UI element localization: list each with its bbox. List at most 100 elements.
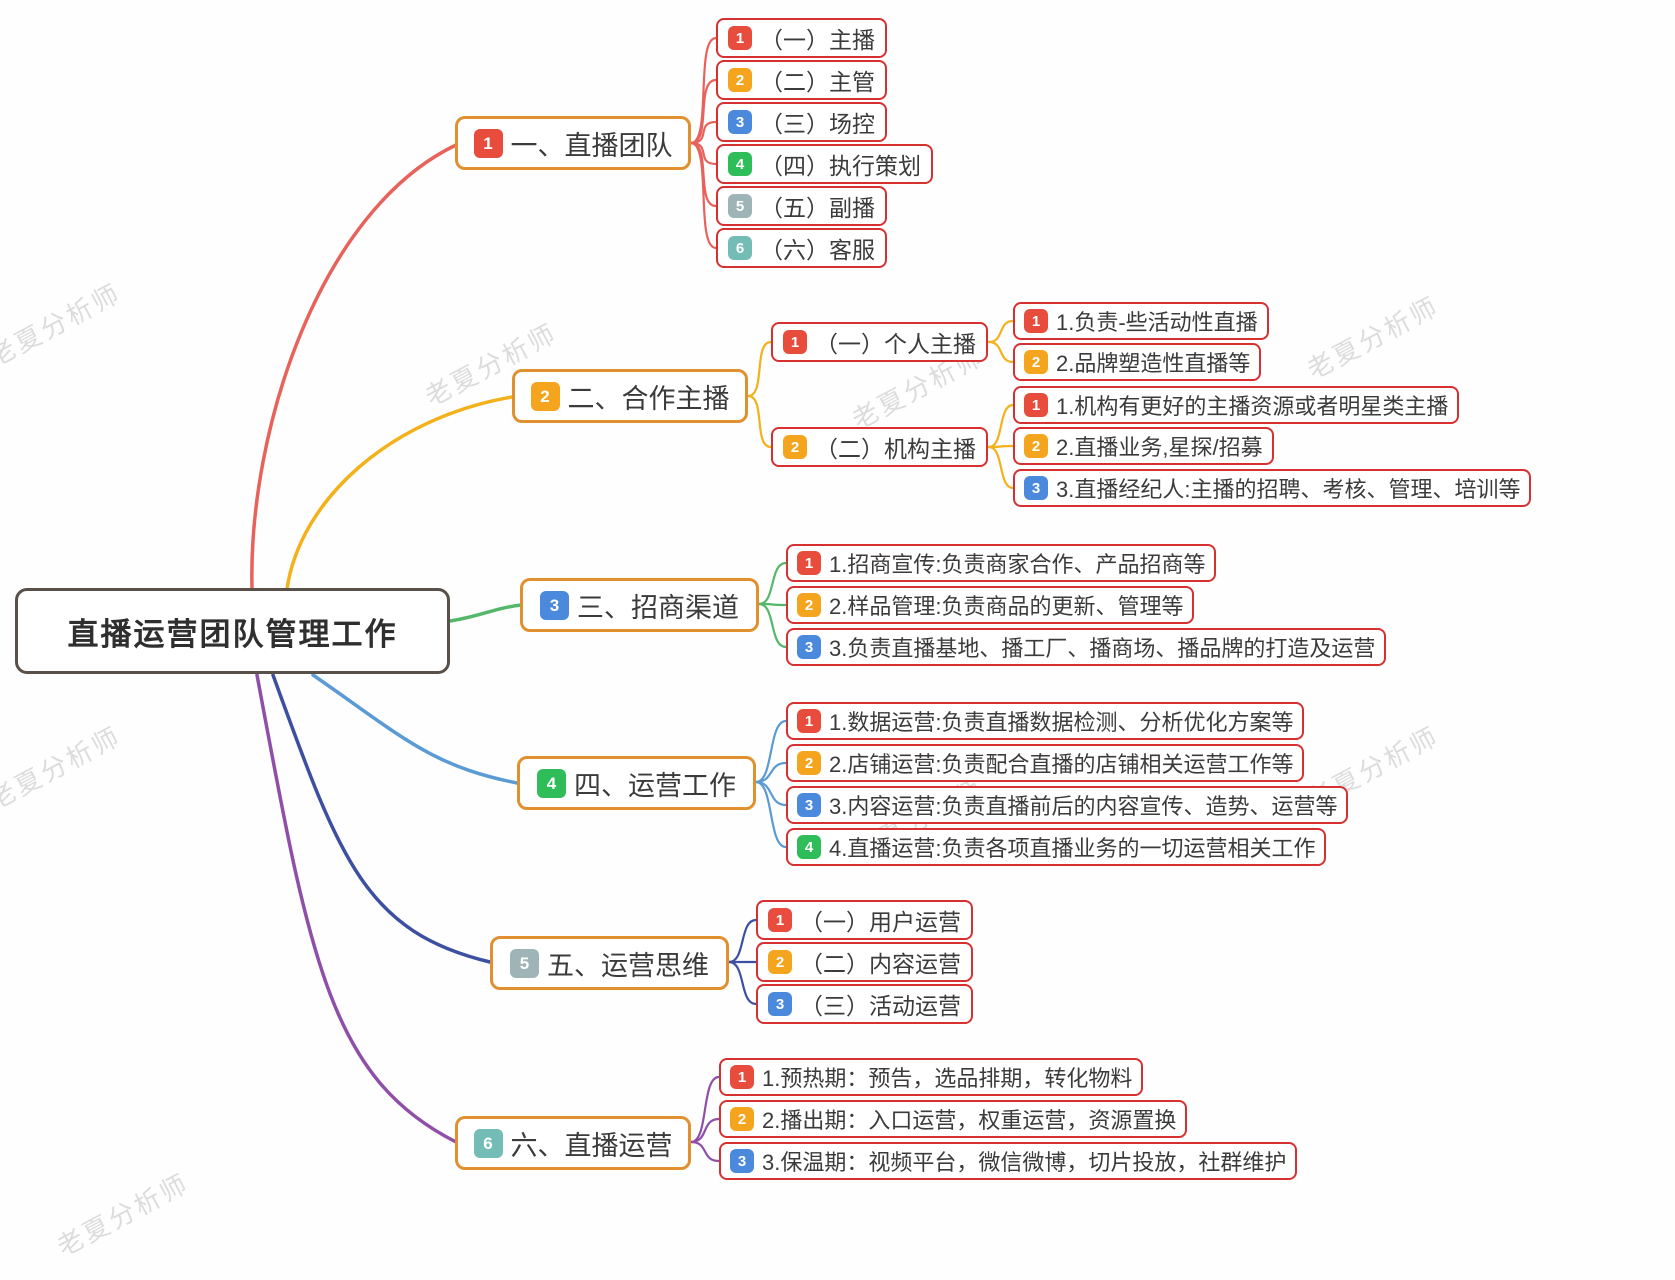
branch-1[interactable]: 1 一、直播团队 (455, 116, 691, 170)
node-label: 2.店铺运营:负责配合直播的店铺相关运营工作等 (829, 752, 1294, 777)
branch2-line (285, 395, 514, 591)
branch-label: 一、直播团队 (510, 130, 673, 161)
numbered-badge: 1 (783, 330, 807, 354)
numbered-badge: 2 (797, 593, 821, 617)
numbered-badge: 3 (1024, 476, 1048, 500)
branch-2[interactable]: 2 二、合作主播 (512, 369, 748, 423)
branch-1-child-1[interactable]: 1 （一）主播 (716, 18, 887, 58)
node-label: 1.招商宣传:负责商家合作、产品招商等 (829, 552, 1206, 577)
numbered-badge: 4 (537, 768, 566, 798)
numbered-badge: 2 (783, 435, 807, 459)
numbered-badge: 3 (540, 590, 569, 620)
branch5-line (271, 673, 492, 964)
branch-2-grandchild-3[interactable]: 1 1.机构有更好的主播资源或者明星类主播 (1013, 386, 1460, 424)
numbered-badge: 2 (797, 751, 821, 775)
node-label: 4.直播运营:负责各项直播业务的一切运营相关工作 (829, 836, 1316, 861)
numbered-badge: 1 (797, 551, 821, 575)
branch-2-child-1[interactable]: 1 （一）个人主播 (771, 322, 988, 362)
branch-5[interactable]: 5 五、运营思维 (490, 936, 729, 990)
branch-1-child-2[interactable]: 2 （二）主管 (716, 60, 887, 100)
numbered-badge: 2 (730, 1107, 754, 1131)
node-label: 1.负责-些活动性直播 (1056, 310, 1258, 335)
branch-2-grandchild-4[interactable]: 2 2.直播业务,星探/招募 (1013, 427, 1274, 465)
branch-4-child-4[interactable]: 4 4.直播运营:负责各项直播业务的一切运营相关工作 (786, 828, 1327, 866)
branch-6-child-2[interactable]: 2 2.播出期：入口运营，权重运营，资源置换 (719, 1100, 1188, 1138)
node-label: 1.机构有更好的主播资源或者明星类主播 (1056, 394, 1449, 419)
branch-6[interactable]: 6 六、直播运营 (455, 1116, 691, 1170)
numbered-badge: 4 (728, 152, 752, 176)
branch-2-grandchild-1[interactable]: 1 1.负责-些活动性直播 (1013, 302, 1269, 340)
node-label: 2.播出期：入口运营，权重运营，资源置换 (762, 1108, 1177, 1133)
branch6-line (255, 673, 458, 1144)
branch-4-child-2[interactable]: 2 2.店铺运营:负责配合直播的店铺相关运营工作等 (786, 744, 1305, 782)
branch-3[interactable]: 3 三、招商渠道 (520, 578, 759, 632)
branch-label: 四、运营工作 (574, 770, 736, 801)
node-label: 3.负责直播基地、播工厂、播商场、播品牌的打造及运营 (829, 636, 1376, 661)
node-label: （二）内容运营 (800, 951, 961, 977)
branch-5-child-2[interactable]: 2 （二）内容运营 (756, 942, 973, 982)
node-label: 2.品牌塑造性直播等 (1056, 351, 1251, 376)
branch-label: 五、运营思维 (547, 950, 709, 981)
numbered-badge: 1 (1024, 309, 1048, 333)
numbered-badge: 3 (730, 1149, 754, 1173)
branch-3-child-1[interactable]: 1 1.招商宣传:负责商家合作、产品招商等 (786, 544, 1217, 582)
node-label: 3.保温期：视频平台，微信微博，切片投放，社群维护 (762, 1150, 1287, 1175)
numbered-badge: 3 (797, 793, 821, 817)
numbered-badge: 6 (473, 1128, 503, 1158)
numbered-badge: 5 (728, 194, 752, 218)
numbered-badge: 2 (1024, 350, 1048, 374)
numbered-badge: 4 (797, 835, 821, 859)
node-label: （一）用户运营 (800, 909, 961, 935)
numbered-badge: 3 (728, 110, 752, 134)
numbered-badge: 3 (768, 992, 792, 1016)
branch-6-child-3[interactable]: 3 3.保温期：视频平台，微信微博，切片投放，社群维护 (719, 1142, 1298, 1180)
node-label: （一）主播 (760, 27, 875, 53)
numbered-badge: 2 (530, 381, 560, 411)
node-label: （二）主管 (760, 69, 875, 95)
numbered-badge: 1 (728, 26, 752, 50)
branch-4-child-3[interactable]: 3 3.内容运营:负责直播前后的内容宣传、造势、运营等 (786, 786, 1349, 824)
numbered-badge: 1 (797, 709, 821, 733)
branch-4[interactable]: 4 四、运营工作 (517, 756, 756, 810)
branch-label: 三、招商渠道 (577, 592, 739, 623)
numbered-badge: 2 (1024, 434, 1048, 458)
branch-1-child-6[interactable]: 6 （六）客服 (716, 228, 887, 268)
branch1-line (250, 143, 458, 591)
node-label: 2.直播业务,星探/招募 (1056, 435, 1263, 460)
numbered-badge: 1 (730, 1065, 754, 1089)
numbered-badge: 3 (797, 635, 821, 659)
branch-2-grandchild-2[interactable]: 2 2.品牌塑造性直播等 (1013, 343, 1262, 381)
branch4-line (311, 673, 519, 785)
node-label: 3.直播经纪人:主播的招聘、考核、管理、培训等 (1056, 477, 1521, 502)
branch-2-child-2[interactable]: 2 （二）机构主播 (771, 427, 988, 467)
branch-2-grandchild-5[interactable]: 3 3.直播经纪人:主播的招聘、考核、管理、培训等 (1013, 469, 1532, 507)
node-label: （二）机构主播 (815, 436, 976, 462)
branch-label: 六、直播运营 (510, 1130, 673, 1161)
numbered-badge: 6 (728, 236, 752, 260)
node-label: （四）执行策划 (760, 153, 921, 179)
branch-6-child-1[interactable]: 1 1.预热期：预告，选品排期，转化物料 (719, 1058, 1144, 1096)
root-topic[interactable]: 直播运营团队管理工作 (15, 588, 450, 674)
branch-1-child-3[interactable]: 3 （三）场控 (716, 102, 887, 142)
node-label: 3.内容运营:负责直播前后的内容宣传、造势、运营等 (829, 794, 1338, 819)
branch-1-child-4[interactable]: 4 （四）执行策划 (716, 144, 933, 184)
numbered-badge: 2 (728, 68, 752, 92)
node-label: 1.预热期：预告，选品排期，转化物料 (762, 1066, 1133, 1091)
numbered-badge: 1 (768, 908, 792, 932)
node-label: （六）客服 (760, 237, 875, 263)
branch-5-child-1[interactable]: 1 （一）用户运营 (756, 900, 973, 940)
branch-4-child-1[interactable]: 1 1.数据运营:负责直播数据检测、分析优化方案等 (786, 702, 1305, 740)
branch-3-child-3[interactable]: 3 3.负责直播基地、播工厂、播商场、播品牌的打造及运营 (786, 628, 1387, 666)
node-label: 1.数据运营:负责直播数据检测、分析优化方案等 (829, 710, 1294, 735)
node-label: （五）副播 (760, 195, 875, 221)
branch-3-child-2[interactable]: 2 2.样品管理:负责商品的更新、管理等 (786, 586, 1195, 624)
node-label: （三）场控 (760, 111, 875, 137)
numbered-badge: 1 (1024, 393, 1048, 417)
branch-1-child-5[interactable]: 5 （五）副播 (716, 186, 887, 226)
numbered-badge: 1 (473, 128, 503, 158)
numbered-badge: 5 (510, 948, 539, 978)
root-topic-label: 直播运营团队管理工作 (67, 616, 398, 652)
branch-5-child-3[interactable]: 3 （三）活动运营 (756, 984, 973, 1024)
